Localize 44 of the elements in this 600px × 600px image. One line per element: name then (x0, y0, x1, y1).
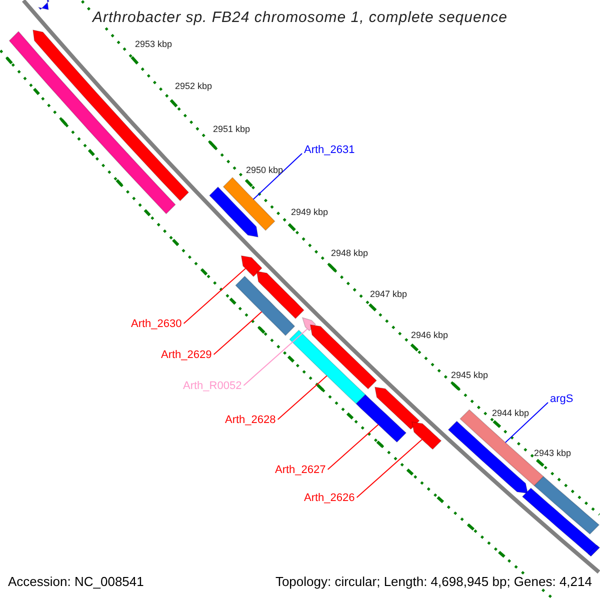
gene-block-pointed (240, 255, 262, 278)
leader-line (243, 328, 308, 386)
gene-block (235, 276, 296, 336)
gene-block (222, 176, 276, 231)
position-label: 2951 kbp (213, 125, 250, 134)
position-label: 2943 kbp (534, 449, 572, 458)
gene-block-pointed (208, 186, 258, 238)
leader-line (213, 311, 262, 355)
gene-label: Arth_2628 (225, 415, 276, 426)
position-label: 2948 kbp (331, 249, 368, 258)
leader-line (277, 375, 328, 420)
position-label: 2953 kbp (135, 40, 172, 49)
gene-block (8, 30, 176, 214)
gene-block-pointed (38, 0, 50, 10)
gene-label: Arth_2626 (304, 493, 355, 504)
leader-line (252, 153, 302, 200)
leader-line (183, 268, 246, 324)
map-title: Arthrobacter sp. FB24 chromosome 1, complete sequence (92, 9, 508, 26)
genome-stats-text: Topology: circular; Length: 4,698,945 bp; Genes: 4,214 (275, 575, 592, 588)
position-label: 2946 kbp (411, 331, 448, 340)
gene-label: Arth_2627 (275, 465, 326, 476)
leader-line (327, 424, 379, 470)
gene-block-pointed (310, 324, 378, 390)
gene-label: Arth_2631 (304, 145, 355, 156)
position-label: 2949 kbp (291, 208, 328, 217)
position-label: 2945 kbp (451, 371, 488, 380)
position-label: 2944 kbp (492, 409, 530, 418)
gene-label: Arth_2630 (131, 319, 182, 330)
gene-block (534, 476, 600, 535)
leader-line (356, 439, 422, 498)
gene-block-pointed (448, 420, 528, 494)
gene-label: Arth_R0052 (183, 381, 242, 392)
gene-block (289, 330, 366, 404)
position-label: 2952 kbp (175, 82, 212, 91)
position-label: 2947 kbp (370, 290, 408, 299)
gene-block (356, 394, 407, 443)
accession-text: Accession: NC_008541 (8, 575, 144, 588)
leader-line (504, 402, 548, 443)
gene-block-pointed (374, 386, 420, 430)
gene-block-pointed (412, 422, 442, 450)
gene-block-pointed (256, 270, 304, 320)
position-label: 2950 kbp (246, 166, 284, 175)
gene-label: Arth_2629 (161, 350, 212, 361)
gene-label: argS (550, 394, 574, 405)
